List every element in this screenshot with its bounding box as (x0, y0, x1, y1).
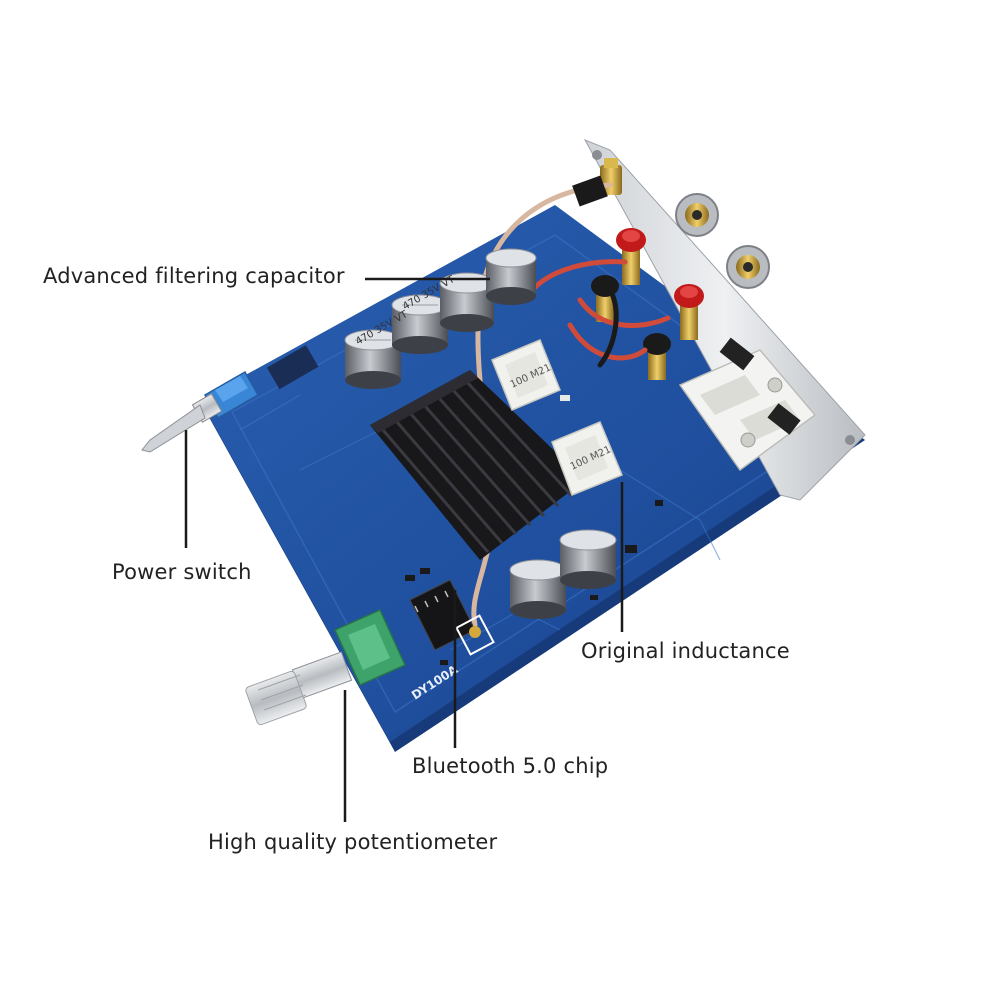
capacitor-4 (485, 248, 537, 305)
callout-bluetooth-chip: Bluetooth 5.0 chip (412, 754, 609, 778)
power-switch (141, 345, 319, 453)
back-plate (583, 139, 866, 501)
terminal-red-1 (616, 228, 646, 285)
capacitor-6 (559, 529, 617, 589)
leader-lines (184, 277, 624, 822)
inductors: 100 M21 100 M21 (491, 339, 623, 496)
bluetooth-chip (409, 579, 495, 656)
inductor-1: 100 M21 (491, 339, 561, 411)
speaker-terminals (591, 228, 704, 380)
terminal-red-2 (674, 284, 704, 340)
heatsink (370, 370, 585, 560)
capacitor-1 (344, 329, 402, 389)
terminal-black-2 (643, 333, 671, 380)
potentiometer (245, 609, 406, 726)
capacitor-5 (509, 559, 567, 619)
callout-potentiometer: High quality potentiometer (208, 830, 498, 854)
callout-inductance: Original inductance (581, 639, 790, 663)
rca-input-top (675, 193, 719, 237)
terminal-block (678, 337, 817, 472)
callout-power-switch: Power switch (112, 560, 252, 584)
capacitor-2 (391, 294, 449, 354)
output-capacitors (509, 529, 617, 619)
inductor-2: 100 M21 (551, 421, 623, 496)
smd-components (405, 395, 663, 665)
rca-input-bottom (726, 245, 770, 289)
callout-capacitor: Advanced filtering capacitor (43, 264, 345, 288)
